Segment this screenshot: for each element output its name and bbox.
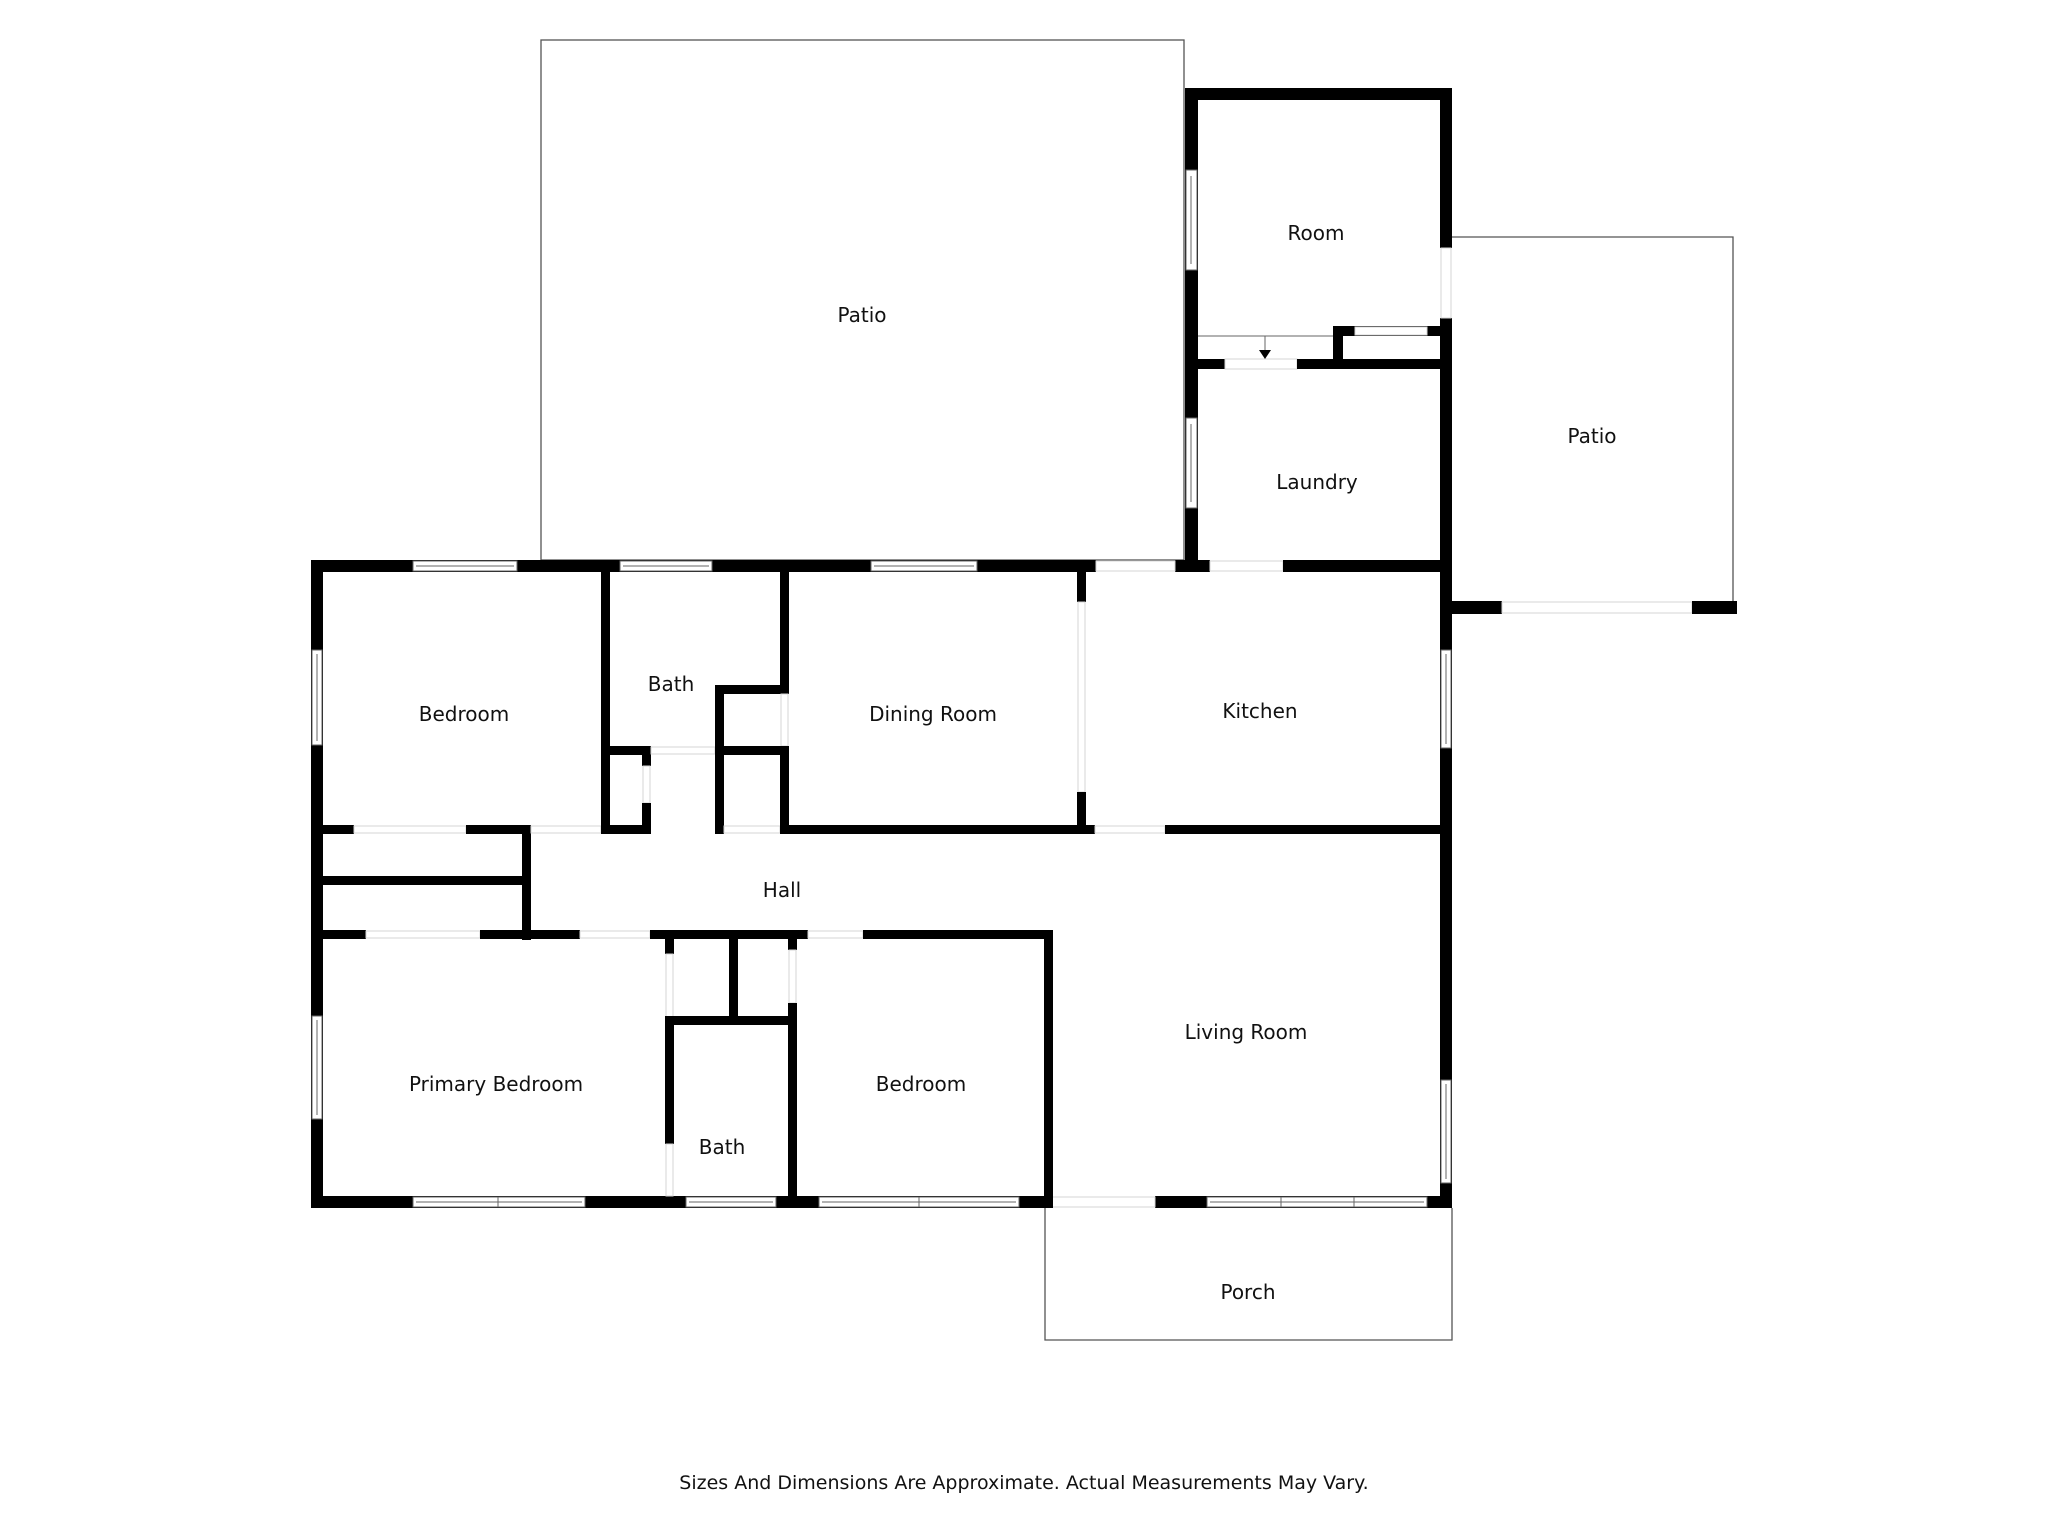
- room-label-bath-2: Bath: [698, 1135, 746, 1159]
- door-opening: [642, 765, 651, 804]
- wall: [788, 1003, 797, 1196]
- sliding-door: [1501, 601, 1693, 614]
- wall: [601, 825, 651, 834]
- door-opening: [780, 693, 789, 747]
- wall: [715, 685, 724, 834]
- wall: [665, 939, 674, 954]
- disclaimer-note: Sizes And Dimensions Are Approximate. Ac…: [679, 1472, 1369, 1494]
- door-opening: [650, 746, 716, 755]
- wall: [601, 746, 651, 755]
- window: [1440, 649, 1452, 1184]
- window: [412, 560, 978, 572]
- wall: [1044, 930, 1053, 1208]
- room-label-bath-1: Bath: [647, 672, 695, 696]
- door-opening: [723, 825, 781, 834]
- door-opening: [1224, 358, 1298, 370]
- wall: [1440, 88, 1452, 248]
- porch-outline: [1044, 1208, 1453, 1341]
- wall: [863, 930, 1053, 939]
- door-opening: [530, 825, 602, 834]
- room-label-living-room: Living Room: [1184, 1020, 1308, 1044]
- wall: [323, 930, 366, 939]
- door-opening: [788, 949, 797, 1004]
- room-label-room: Room: [1287, 221, 1345, 245]
- door-opening: [1044, 1196, 1156, 1208]
- room-label-laundry: Laundry: [1276, 470, 1358, 494]
- wall: [780, 825, 1095, 834]
- room-label-patio-top: Patio: [837, 303, 887, 327]
- wall: [480, 930, 580, 939]
- wall: [665, 1021, 674, 1144]
- room-label-hall: Hall: [762, 878, 802, 902]
- wall: [788, 939, 797, 950]
- wall: [1297, 359, 1440, 369]
- room-label-primary-bedroom: Primary Bedroom: [408, 1072, 584, 1096]
- wall: [1198, 359, 1225, 369]
- wall: [665, 1016, 797, 1025]
- window: [311, 649, 323, 1120]
- wall: [1452, 601, 1502, 614]
- door-opening: [1077, 601, 1086, 793]
- wall: [780, 572, 789, 694]
- wall: [466, 825, 531, 834]
- room-label-porch: Porch: [1220, 1280, 1276, 1304]
- patio-top-outline: [540, 39, 1185, 561]
- room-label-patio-right: Patio: [1567, 424, 1617, 448]
- wall: [1692, 601, 1737, 614]
- door-opening: [1440, 247, 1452, 319]
- wall: [323, 876, 522, 885]
- door-opening: [579, 930, 651, 939]
- wall: [1077, 792, 1086, 834]
- wall: [642, 803, 651, 834]
- patio-right-outline: [1452, 236, 1734, 606]
- wall: [522, 834, 531, 940]
- door-opening: [665, 1143, 674, 1197]
- wall: [1333, 326, 1343, 369]
- door-opening: [807, 930, 864, 939]
- door-opening: [365, 930, 481, 939]
- wall: [1185, 88, 1452, 100]
- door-opening: [353, 825, 467, 834]
- wall: [715, 685, 785, 694]
- arrow-down-icon: [1259, 350, 1271, 359]
- wall: [642, 746, 651, 766]
- door-opening: [1094, 825, 1166, 834]
- room-label-bedroom-1: Bedroom: [418, 702, 510, 726]
- room-label-dining-room: Dining Room: [869, 702, 997, 726]
- wall: [650, 930, 808, 939]
- door-opening: [1095, 560, 1176, 572]
- wall: [729, 939, 738, 1023]
- wall: [1175, 560, 1210, 572]
- wall: [1440, 318, 1452, 1198]
- wall: [715, 746, 785, 755]
- wall: [601, 572, 610, 834]
- wall: [1165, 825, 1440, 834]
- wall: [780, 746, 789, 834]
- wall: [323, 825, 354, 834]
- wall: [1283, 560, 1440, 572]
- room-label-kitchen: Kitchen: [1222, 699, 1298, 723]
- door-opening: [665, 953, 674, 1022]
- wall: [1077, 572, 1086, 602]
- door-opening: [1354, 326, 1428, 336]
- room-label-bedroom-2: Bedroom: [875, 1072, 967, 1096]
- door-opening: [1209, 560, 1284, 572]
- window: [412, 1196, 1428, 1208]
